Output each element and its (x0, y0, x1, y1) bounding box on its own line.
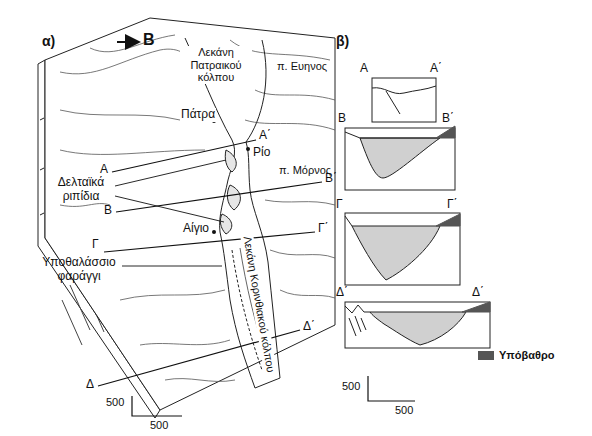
legend-row: Υπόβαθρο (478, 349, 554, 361)
relief-lines (60, 35, 335, 381)
scale-bar (368, 376, 415, 401)
cross-section (345, 78, 490, 348)
map-label: Γ΄ (318, 222, 329, 236)
map-label: 500 (342, 380, 360, 393)
map-label: Δ΄ (303, 320, 315, 334)
map-label: Γ΄ (447, 198, 458, 212)
map-label: Α (100, 163, 108, 177)
section-line (98, 140, 322, 386)
map-label: Πάτρα (180, 108, 216, 122)
map-label: Δ΄ (472, 286, 484, 300)
map-label: π. Μόρνος (278, 164, 332, 177)
map-label: Δελταϊκά ριπίδια (48, 176, 114, 204)
map-label: Γ (92, 238, 99, 252)
gulf-outline (185, 38, 280, 388)
map-label: 500 (150, 419, 168, 432)
map-label: Αίγιο (182, 222, 210, 236)
town-dot (212, 119, 250, 234)
map-label: β) (336, 33, 349, 49)
map-label: Β΄ (442, 112, 454, 126)
map-label: 500 (395, 404, 413, 417)
map-label: Λεκάνη Πατραικού κόλπου (180, 46, 252, 84)
block-outline (38, 18, 335, 418)
map-label: Γ (336, 198, 343, 212)
map-label: Υποθαλάσσιο φαράγγι (38, 256, 120, 284)
map-label: π. Ευηνος (276, 60, 328, 73)
north-arrow (117, 41, 139, 43)
map-label: Α΄ (259, 129, 271, 143)
map-label: Α΄ (430, 62, 442, 76)
map-label: Β (338, 112, 346, 126)
map-label: Β (143, 31, 155, 49)
legend-swatch (478, 351, 494, 360)
scale-bar (132, 396, 182, 416)
map-label: Α (360, 62, 368, 76)
map-label: Β΄ (325, 172, 337, 186)
legend-text: Υπόβαθρο (499, 349, 554, 361)
map-label: 500 (106, 396, 124, 409)
map-label: Δ΄ (336, 286, 348, 300)
map-label: Δ (86, 378, 94, 392)
map-label: Ρίο (252, 146, 271, 160)
map-label: Β (104, 204, 112, 218)
leader-line (115, 160, 226, 266)
map-label: α) (42, 33, 55, 49)
